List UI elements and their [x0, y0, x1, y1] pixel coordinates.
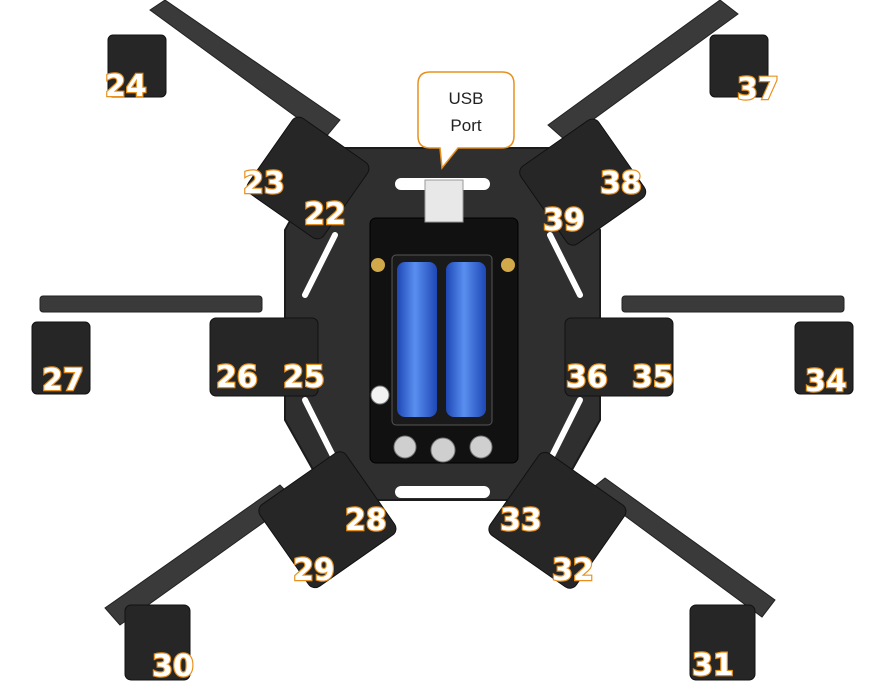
label-30: 30 [152, 649, 194, 684]
battery-left [397, 262, 437, 417]
label-26: 26 [216, 360, 258, 395]
label-29: 29 [293, 553, 335, 588]
knob-left [394, 436, 416, 458]
leg-mid-left [40, 296, 262, 312]
label-33: 33 [500, 503, 542, 538]
leg-upper-left [150, 0, 340, 138]
label-39: 39 [543, 203, 585, 238]
label-22: 22 [304, 197, 346, 232]
knob-right [470, 436, 492, 458]
label-25: 25 [283, 360, 325, 395]
knob-center [431, 438, 455, 462]
screw-1 [371, 258, 385, 272]
label-34: 34 [805, 364, 847, 399]
callout-line-port: Port [450, 116, 481, 135]
label-24: 24 [105, 69, 147, 104]
leg-lower-right [590, 478, 775, 617]
label-31: 31 [692, 648, 734, 683]
label-27: 27 [42, 363, 84, 398]
label-32: 32 [552, 553, 594, 588]
label-38: 38 [600, 166, 642, 201]
callout-line-usb: USB [449, 89, 484, 108]
leg-mid-right [622, 296, 844, 312]
label-36: 36 [566, 360, 608, 395]
label-23: 23 [243, 166, 285, 201]
label-28: 28 [345, 503, 387, 538]
screw-2 [501, 258, 515, 272]
label-35: 35 [632, 360, 674, 395]
frame-slot-bottom [395, 486, 490, 498]
label-37: 37 [737, 72, 779, 107]
battery-right [446, 262, 486, 417]
capacitor [371, 386, 389, 404]
usb-connector [425, 180, 463, 222]
